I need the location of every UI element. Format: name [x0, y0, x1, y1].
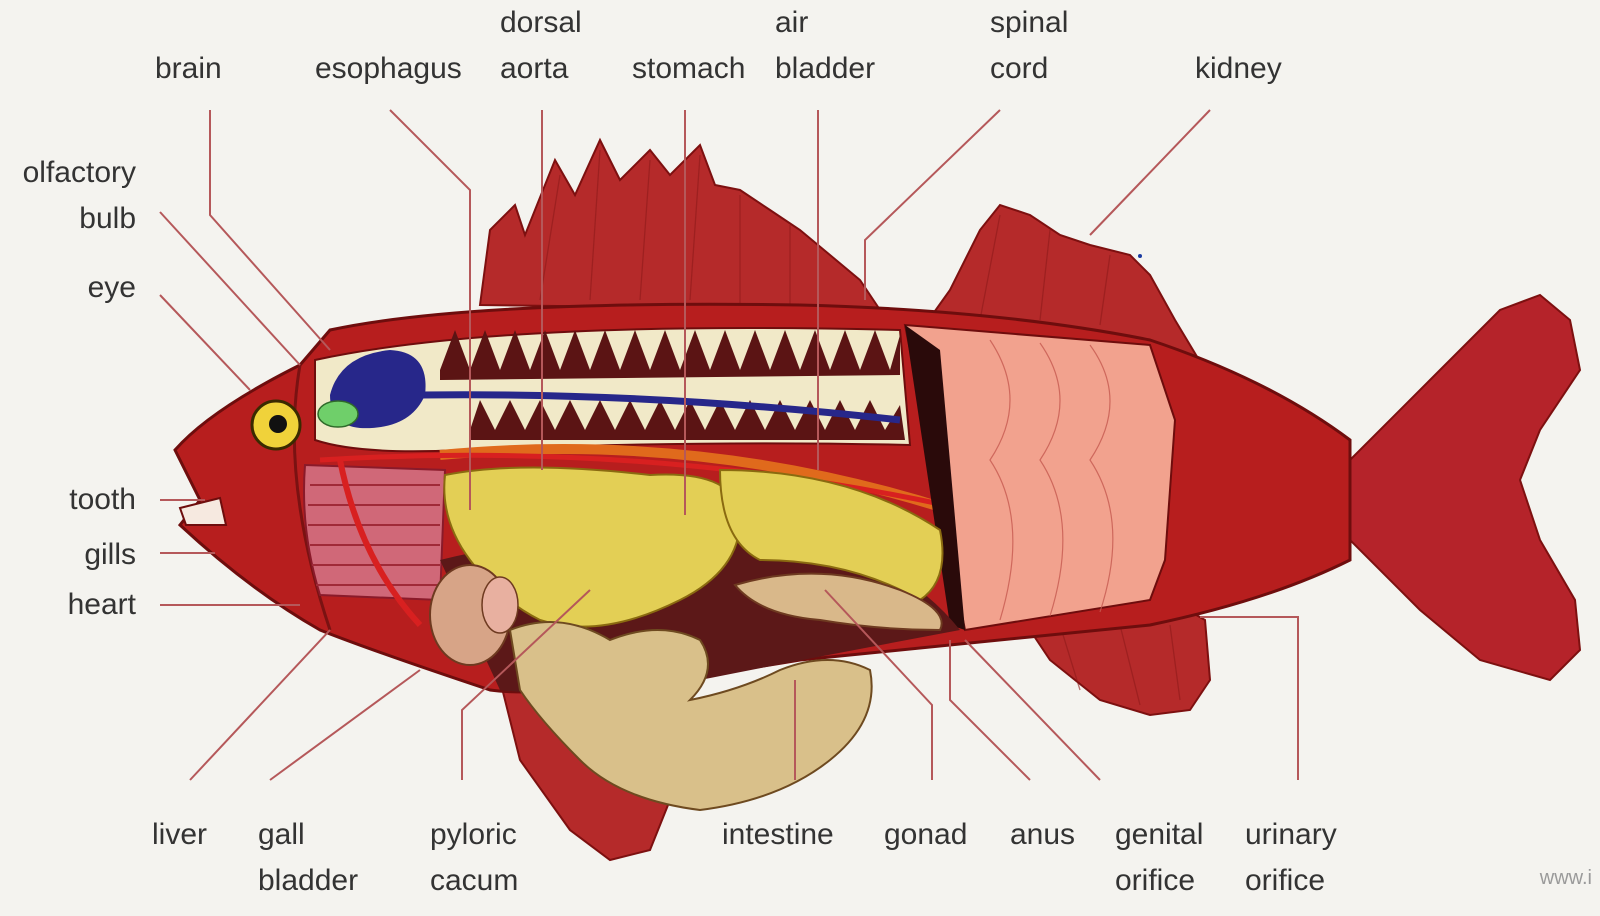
- label-eye: eye: [8, 265, 136, 311]
- dorsal-fin-spiny: [480, 140, 880, 310]
- label-esophagus: esophagus: [315, 46, 462, 92]
- label-gonad: gonad: [884, 812, 967, 858]
- caudal-fin: [1340, 295, 1580, 680]
- label-gills: gills: [8, 532, 136, 578]
- watermark: www.i: [1540, 867, 1592, 890]
- label-brain: brain: [155, 46, 222, 92]
- label-liver: liver: [152, 812, 207, 858]
- label-kidney: kidney: [1195, 46, 1282, 92]
- label-tooth: tooth: [8, 477, 136, 523]
- olfactory-bulb-shape: [318, 401, 358, 427]
- label-intestine: intestine: [722, 812, 834, 858]
- mouth: [180, 498, 226, 525]
- label-stomach: stomach: [632, 46, 745, 92]
- label-anus: anus: [1010, 812, 1075, 858]
- label-heart: heart: [8, 582, 136, 628]
